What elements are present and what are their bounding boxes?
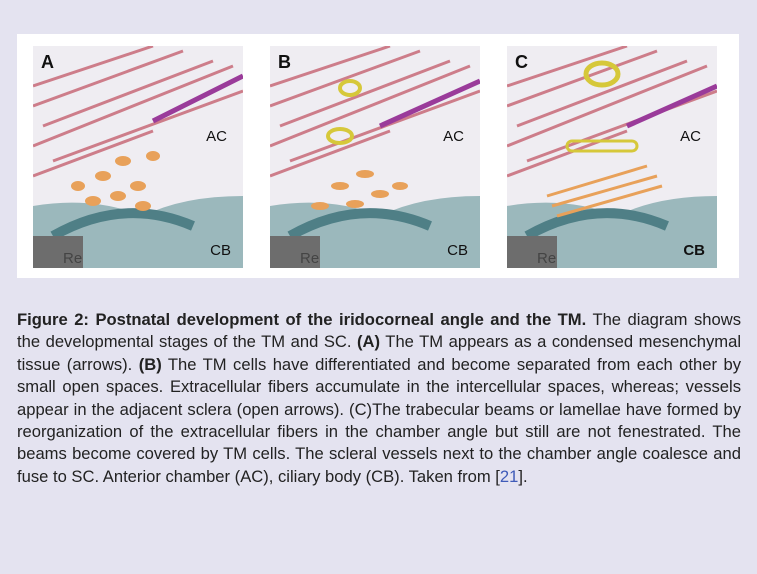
panel-b-re-label: Re	[300, 250, 320, 267]
caption-end: ].	[518, 466, 528, 486]
caption-label-a: (A)	[357, 332, 381, 352]
panel-c-cb-label: CB	[683, 242, 705, 259]
panel-a-illustration	[33, 46, 243, 268]
panel-b-letter: B	[278, 52, 291, 72]
panel-c-ac-label: AC	[680, 128, 701, 145]
panel-b-illustration	[270, 46, 480, 268]
caption-title: Figure 2: Postnatal development of the i…	[17, 310, 587, 329]
panel-a-cb-label: CB	[210, 242, 231, 259]
figure-caption: Figure 2: Postnatal development of the i…	[17, 309, 741, 488]
caption-label-b: (B)	[138, 354, 162, 374]
panel-b-ac-label: AC	[443, 128, 464, 145]
figure-panel: A AC CB Re B AC CB Re	[17, 34, 739, 278]
panel-b: B AC CB Re	[270, 46, 480, 268]
panel-c-re-label: Re	[537, 250, 557, 267]
panel-a-ac-label: AC	[206, 128, 227, 145]
panel-c-illustration	[507, 46, 717, 268]
panel-b-cb-label: CB	[447, 242, 468, 259]
caption-intro: The diagram shows the developmental stag…	[17, 310, 742, 352]
caption-text-b: The TM cells have differentiated and bec…	[17, 354, 741, 486]
panel-a-re-label: Re	[63, 250, 83, 267]
caption-text-a: The TM appears as a condensed mesenchyma…	[17, 332, 741, 374]
reference-link[interactable]: 21	[499, 466, 519, 486]
panel-c-letter: C	[515, 52, 528, 72]
panel-c: C AC CB Re	[507, 46, 717, 268]
panel-a-letter: A	[41, 52, 54, 72]
panel-a: A AC CB Re	[33, 46, 243, 268]
